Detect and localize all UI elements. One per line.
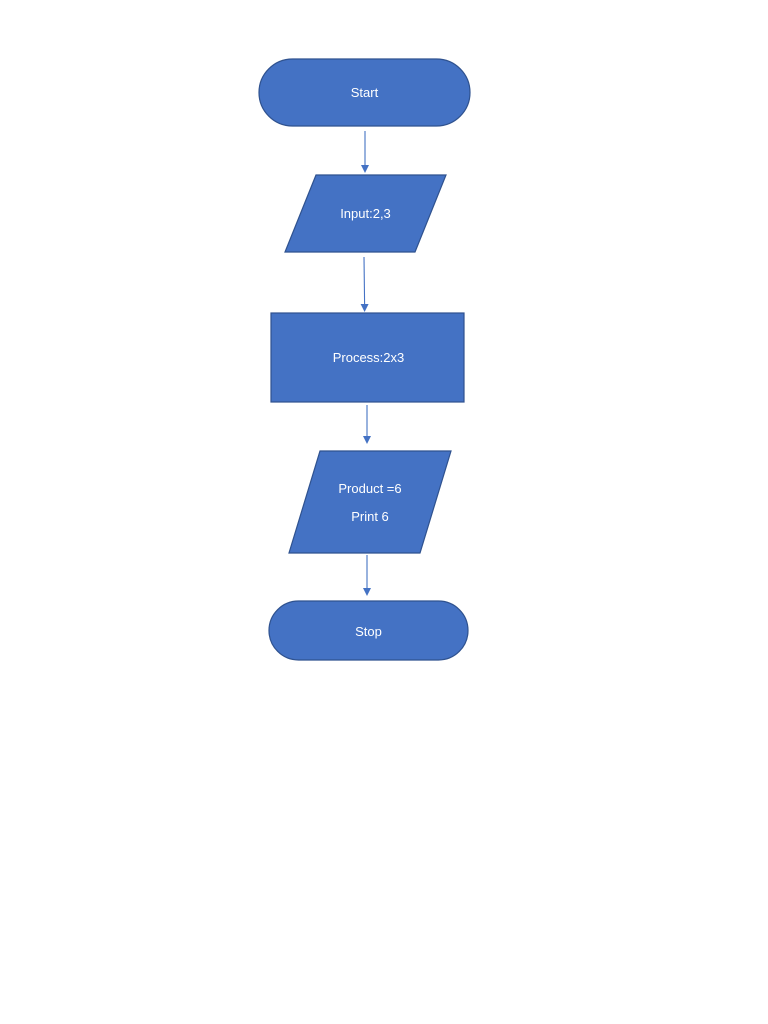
connector-start-to-input	[361, 131, 369, 173]
stop-label: Stop	[355, 624, 382, 639]
input-label: Input:2,3	[340, 206, 391, 221]
arrow-head-icon	[361, 165, 369, 173]
arrow-head-icon	[360, 304, 369, 312]
output-label-line-2: Print 6	[351, 509, 389, 524]
arrow-head-icon	[363, 588, 371, 596]
process-label: Process:2x3	[333, 350, 405, 365]
connector-output-to-stop	[363, 555, 371, 596]
process-rectangle: Process:2x3	[270, 312, 465, 403]
output-label-line-1: Product =6	[338, 481, 401, 496]
connector-process-to-output	[363, 405, 371, 444]
start-terminal: Start	[258, 58, 471, 127]
output-parallelogram: Product =6 Print 6	[288, 450, 452, 554]
arrow-head-icon	[363, 436, 371, 444]
connector-input-to-process	[360, 256, 369, 312]
start-label: Start	[351, 85, 379, 100]
input-parallelogram: Input:2,3	[284, 174, 447, 253]
stop-terminal: Stop	[268, 600, 469, 661]
